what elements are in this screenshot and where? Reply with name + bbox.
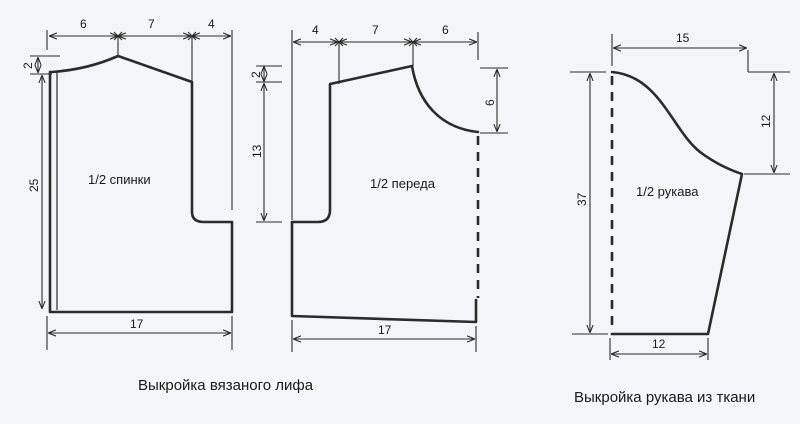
sleeve-piece: 15 12 37 12 1/2 рукава	[570, 31, 790, 360]
sleeve-piece-label: 1/2 рукава	[636, 184, 699, 199]
front-outline	[290, 64, 480, 224]
back-outline	[48, 54, 234, 314]
front-dim-top-mid-label: 7	[372, 23, 379, 37]
front-dim-shoulder-label: 2	[249, 71, 263, 78]
back-dim-top-mid-label: 7	[148, 17, 155, 31]
back-piece: 6 7 4 2 25 17 1/2 спинки	[21, 17, 234, 350]
bodice-caption: Выкройка вязаного лифа	[138, 377, 314, 394]
sleeve-caption: Выкройка рукава из ткани	[574, 389, 755, 406]
front-dim-neck-label: 6	[483, 99, 497, 106]
sleeve-dim-bottom-label: 12	[652, 337, 666, 351]
front-dim-top-left-label: 4	[312, 23, 319, 37]
back-piece-label: 1/2 спинки	[88, 172, 151, 187]
sleeve-dim-top-label: 15	[676, 31, 690, 45]
front-piece: 4 7 6 2 13 6 17 1/2 переда	[249, 23, 508, 352]
front-piece-label: 1/2 переда	[370, 176, 436, 191]
back-dim-height-label: 25	[27, 178, 41, 192]
sleeve-dim-length-label: 37	[575, 192, 589, 206]
back-dim-top-right-label: 4	[208, 17, 215, 31]
back-dim-bottom-label: 17	[130, 317, 144, 331]
front-outline-bottom	[290, 220, 478, 324]
front-dim-top-right-label: 6	[442, 23, 449, 37]
front-dim-bottom-label: 17	[378, 323, 392, 337]
back-dim-shoulder-label: 2	[21, 62, 35, 69]
sleeve-dim-cap-label: 12	[759, 114, 773, 128]
sleeve-outline	[610, 70, 744, 336]
front-dim-armhole-label: 13	[250, 144, 264, 158]
back-dim-top-left-label: 6	[80, 17, 87, 31]
